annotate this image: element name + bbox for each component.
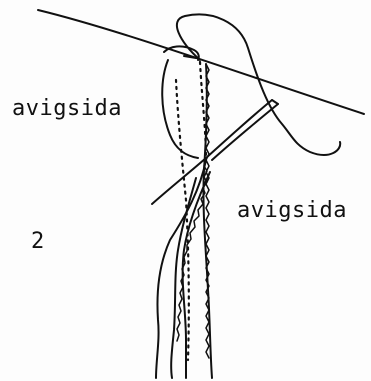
wrong-side-label-right: avigsida xyxy=(237,198,347,223)
needle-tip xyxy=(272,100,278,104)
needle xyxy=(152,100,272,204)
thread-cross-b xyxy=(183,172,210,378)
figure-number: 2 xyxy=(31,229,45,254)
wrong-side-label-left: avigsida xyxy=(12,96,122,121)
needle-back xyxy=(212,104,278,160)
